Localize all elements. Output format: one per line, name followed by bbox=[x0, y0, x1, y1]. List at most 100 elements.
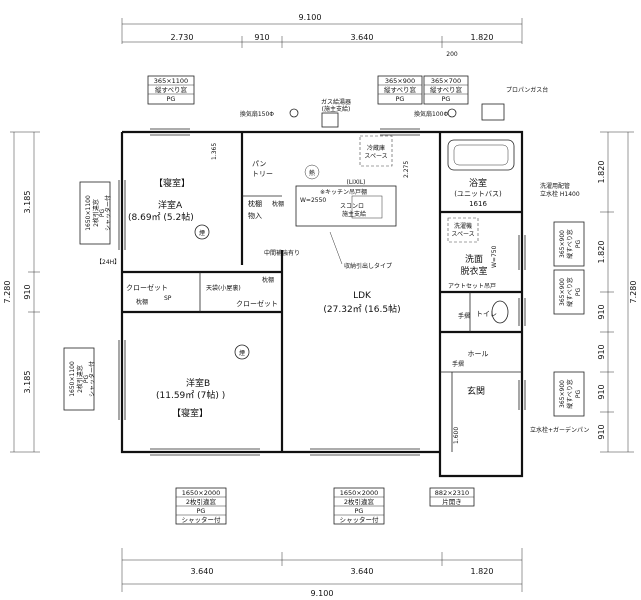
propane-stand bbox=[481, 103, 505, 121]
window-tag-bottom-b: 1650×2000 2枚引違窓 PG シャッター付 bbox=[333, 487, 385, 525]
svg-text:PG: PG bbox=[355, 507, 364, 515]
svg-text:365×1100: 365×1100 bbox=[154, 77, 188, 85]
dim-top-part-4: 1.820 bbox=[471, 33, 494, 42]
svg-text:煙: 煙 bbox=[199, 229, 205, 237]
bath-name: 浴室 bbox=[469, 177, 487, 189]
bedroom-b-name: 洋室B bbox=[186, 377, 210, 389]
window-tag-bottom-c: 882×2310 片開き bbox=[429, 487, 475, 507]
closet-label-2: クローゼット bbox=[236, 299, 278, 308]
ceiling-storage-label: 天袋(小屋裏) bbox=[206, 284, 241, 292]
closet-label-1: クローゼット bbox=[126, 283, 168, 292]
svg-text:2枚引違窓: 2枚引違窓 bbox=[76, 365, 84, 393]
svg-text:882×2310: 882×2310 bbox=[435, 489, 469, 497]
dim-right-part-6: 910 bbox=[597, 424, 606, 439]
washer-label-1: 洗濯機 bbox=[454, 222, 472, 230]
window-tag-top-a: 365×1100 縦すべり窓 PG bbox=[147, 75, 195, 105]
svg-text:1650×2000: 1650×2000 bbox=[182, 489, 221, 497]
heat-label: 熱 bbox=[309, 169, 315, 177]
left-dimensions: 7.280 3.185 910 3.185 bbox=[3, 131, 40, 453]
washroom-label-1: 洗面 bbox=[465, 253, 483, 265]
code-24h: 【24H】 bbox=[96, 259, 120, 266]
window-tag-bottom-a: 1650×2000 2枚引違窓 PG シャッター付 bbox=[175, 487, 227, 525]
bath-code: 1616 bbox=[469, 200, 487, 208]
bedroom-a-area: (8.69㎡ (5.2帖) bbox=[128, 211, 194, 223]
toilet-fixture bbox=[491, 300, 509, 324]
dim-top-part-1: 2.730 bbox=[171, 33, 194, 42]
top-dimensions: 9.100 2.730 910 3.640 1.820 200 bbox=[121, 13, 523, 58]
shelf-label-3: 枕棚 bbox=[272, 200, 284, 208]
dim-left-total: 7.280 bbox=[3, 281, 12, 304]
svg-text:シャッター付: シャッター付 bbox=[88, 361, 96, 397]
svg-text:PG: PG bbox=[442, 95, 451, 103]
outlet-door-label: アウトセット吊戸 bbox=[448, 282, 496, 290]
dim-right-part-4: 910 bbox=[597, 344, 606, 359]
handrail-label-2: 手摺 bbox=[458, 312, 470, 320]
bedroom-b-area: (11.59㎡ (7帖) ) bbox=[156, 389, 225, 401]
pantry-label-2: トリー bbox=[252, 170, 273, 178]
window-tag-right-b: 365×900 縦すべり窓 PG bbox=[553, 269, 585, 315]
corridor-rail-label: 中間補強有り bbox=[264, 249, 300, 257]
garden-tap-label: 立水栓+ガーデンパン bbox=[530, 426, 589, 434]
dim-left-part-2: 910 bbox=[23, 284, 32, 299]
svg-text:365×900: 365×900 bbox=[385, 77, 415, 85]
heat-icon bbox=[304, 164, 320, 180]
window-tag-right-a: 365×900 縦すべり窓 PG bbox=[553, 221, 585, 267]
window-tag-right-c: 365×900 縦すべり窓 PG bbox=[553, 371, 585, 417]
svg-text:PG: PG bbox=[575, 240, 582, 249]
bath-sub: (ユニットバス) bbox=[454, 190, 502, 198]
kitchen-counter bbox=[295, 185, 397, 227]
svg-text:縦すべり窓: 縦すべり窓 bbox=[566, 379, 574, 409]
outer-walls bbox=[120, 130, 524, 478]
dim-bottom-part-2: 3.640 bbox=[351, 567, 374, 576]
lixil-label: (LIXIL) bbox=[346, 179, 365, 186]
dim-bottom-total: 9.100 bbox=[311, 589, 334, 598]
fridge-label-1: 冷蔵庫 bbox=[367, 144, 385, 152]
fridge-label-2: スペース bbox=[364, 153, 387, 160]
window-tag-left-b: 1650×1100 2枚引違窓 PG シャッター付 bbox=[63, 347, 96, 411]
drawer-label: 収納引出しタイプ bbox=[344, 262, 392, 270]
stove bbox=[351, 195, 383, 219]
hall-label: ホール bbox=[468, 350, 489, 358]
owner-supply-2: 施主支給 bbox=[342, 210, 366, 218]
svg-text:PG: PG bbox=[167, 95, 176, 103]
gas-heater-box bbox=[321, 112, 339, 128]
dim-inner-1: 1.365 bbox=[211, 143, 218, 160]
fridge-space bbox=[359, 135, 393, 167]
dim-right-part-2: 1.820 bbox=[597, 241, 606, 264]
svg-text:縦すべり窓: 縦すべり窓 bbox=[566, 229, 574, 259]
vent-150-icon bbox=[289, 108, 299, 118]
dim-left-part-3: 3.185 bbox=[23, 371, 32, 394]
vent-100-icon bbox=[447, 108, 457, 118]
storage-label-1: 枕棚 bbox=[248, 199, 262, 208]
svg-text:シャッター付: シャッター付 bbox=[104, 195, 112, 231]
washer-label-2: スペース bbox=[451, 231, 474, 238]
smoke-detector-2 bbox=[234, 344, 250, 360]
sp-label: SP bbox=[164, 295, 172, 302]
right-dimensions: 7.280 1.820 1.820 910 910 910 910 bbox=[597, 131, 638, 453]
svg-text:シャッター付: シャッター付 bbox=[340, 515, 380, 524]
kitchen-cabinet-label: ※キッチン吊戸棚 bbox=[320, 188, 367, 196]
storage-label-2: 物入 bbox=[248, 211, 262, 220]
faucet-label: 立水栓 H1400 bbox=[540, 190, 580, 198]
window-tag-top-b: 365×900 縦すべり窓 PG bbox=[377, 75, 423, 105]
gas-heater-label: ガス給湯器 bbox=[321, 98, 351, 106]
washroom-label-2: 脱衣室 bbox=[460, 265, 487, 277]
svg-text:2枚引違窓: 2枚引違窓 bbox=[92, 199, 100, 227]
ldk-name: LDK bbox=[353, 291, 372, 301]
dim-top-part-3: 3.640 bbox=[351, 33, 374, 42]
shelf-label-2: 枕棚 bbox=[262, 276, 274, 284]
svg-text:2枚引違窓: 2枚引違窓 bbox=[186, 497, 217, 506]
bedroom-a-name: 洋室A bbox=[158, 199, 183, 211]
w750-label: W=750 bbox=[491, 245, 498, 268]
interior-walls bbox=[122, 132, 522, 452]
owner-supply-label: (施主支給) bbox=[322, 105, 351, 113]
dim-inner-2: 2.275 bbox=[403, 161, 410, 178]
dim-right-total: 7.280 bbox=[629, 281, 638, 304]
window-tag-top-c: 365×700 縦すべり窓 PG bbox=[423, 75, 469, 105]
dim-right-part-5: 910 bbox=[597, 384, 606, 399]
shelf-label-1: 枕棚 bbox=[136, 298, 148, 306]
svg-text:365×700: 365×700 bbox=[431, 77, 461, 85]
svg-text:煙: 煙 bbox=[239, 349, 245, 357]
dim-right-part-3: 910 bbox=[597, 304, 606, 319]
bedroom-b-tag: 【寝室】 bbox=[172, 407, 208, 419]
